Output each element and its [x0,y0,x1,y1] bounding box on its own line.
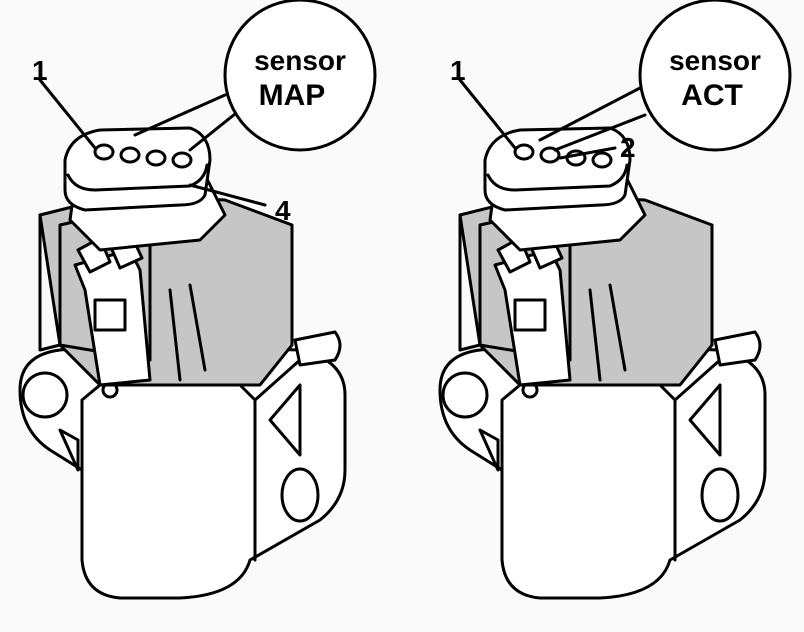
map-callout-line1: sensor [254,45,346,76]
map-sensor-drawing: sensor MAP 1 4 [18,0,377,600]
act-pin2-label: 2 [620,132,636,163]
act-callout-line2: ACT [681,79,743,112]
pin1-leader-line [458,78,517,150]
act-callout-line1: sensor [669,45,761,76]
pin4-leader-line [188,183,267,207]
pin2-leader-line [558,146,617,160]
act-pin1-label: 1 [450,55,466,86]
map-callout-line2: MAP [259,79,326,112]
map-pin4-label: 4 [275,195,291,226]
act-sensor-drawing: sensor ACT 1 2 [438,0,792,600]
pin1-leader-line [38,78,97,150]
callout-leader-lines [133,93,242,152]
act-callout-circle [638,0,792,152]
callout-leader-line [538,86,642,142]
callout-leader-line-2 [553,113,647,152]
map-callout-circle [223,0,377,152]
map-pin1-label: 1 [32,55,48,86]
